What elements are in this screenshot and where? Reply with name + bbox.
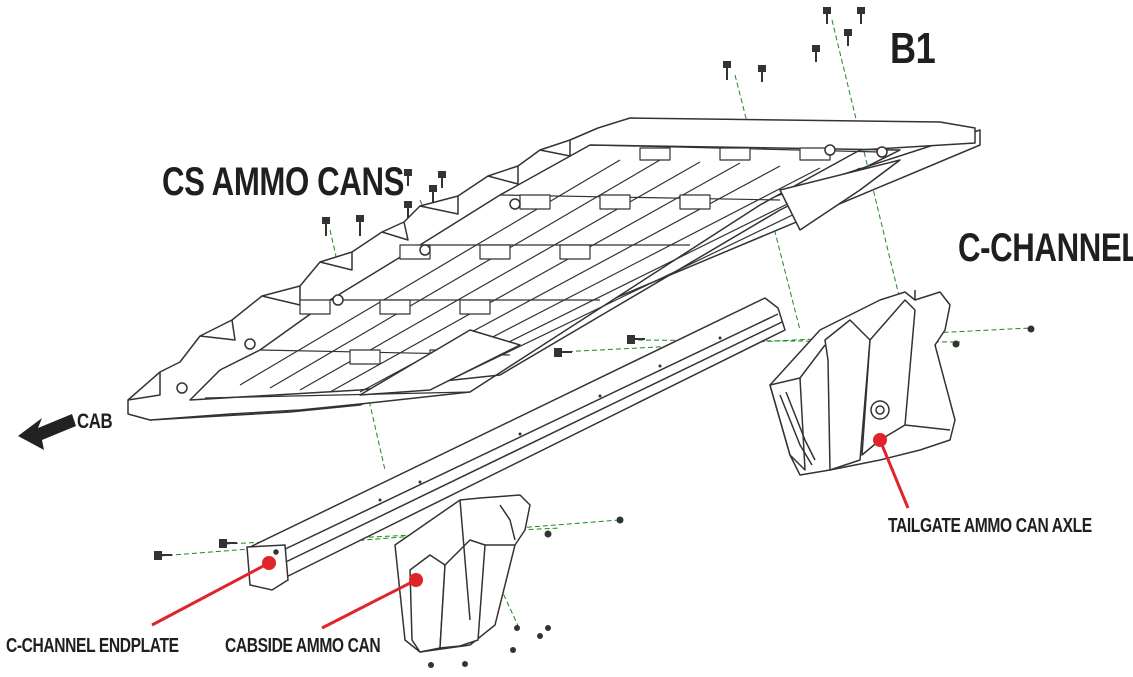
label-cs-ammo-cans: CS AMMO CANS	[162, 160, 405, 204]
bolt-h-1	[554, 348, 572, 357]
callout-cabside-ammo-can	[321, 573, 423, 630]
screw-b1-1	[823, 7, 831, 24]
bolt-h-2	[627, 335, 645, 344]
callout-c-channel-endplate	[151, 556, 276, 627]
label-cabside-ammo-can: CABSIDE AMMO CAN	[225, 635, 381, 657]
screw-cs-5	[322, 217, 330, 236]
label-tailgate-ammo-can-axle: TAILGATE AMMO CAN AXLE	[888, 515, 1092, 537]
label-c-channel-endplate: C-CHANNEL ENDPLATE	[6, 635, 179, 657]
screw-b1-3	[844, 29, 852, 46]
tailgate-ammo-can	[769, 290, 956, 476]
fastener-nuts	[428, 325, 1035, 668]
screw-cs-1	[404, 169, 412, 186]
screw-cs-3	[429, 185, 437, 202]
cab-direction-arrow-icon	[18, 414, 76, 450]
fastener-screws	[154, 7, 865, 560]
screw-b1-5	[723, 61, 731, 80]
screw-b1-4	[812, 45, 820, 62]
callout-tailgate-ammo-can-axle	[873, 433, 910, 509]
screw-cs-6	[356, 215, 364, 236]
label-c-channel: C-CHANNEL	[958, 226, 1133, 270]
screw-b1-2	[857, 7, 865, 24]
c-channel-rail	[247, 297, 786, 586]
bolt-h-4	[219, 539, 237, 548]
screw-b1-6	[758, 65, 766, 82]
screw-cs-2	[438, 171, 446, 188]
label-cab: CAB	[77, 410, 113, 433]
bolt-h-3	[154, 551, 172, 560]
b1-rack-shelf	[127, 117, 981, 421]
label-b1: B1	[890, 24, 936, 73]
